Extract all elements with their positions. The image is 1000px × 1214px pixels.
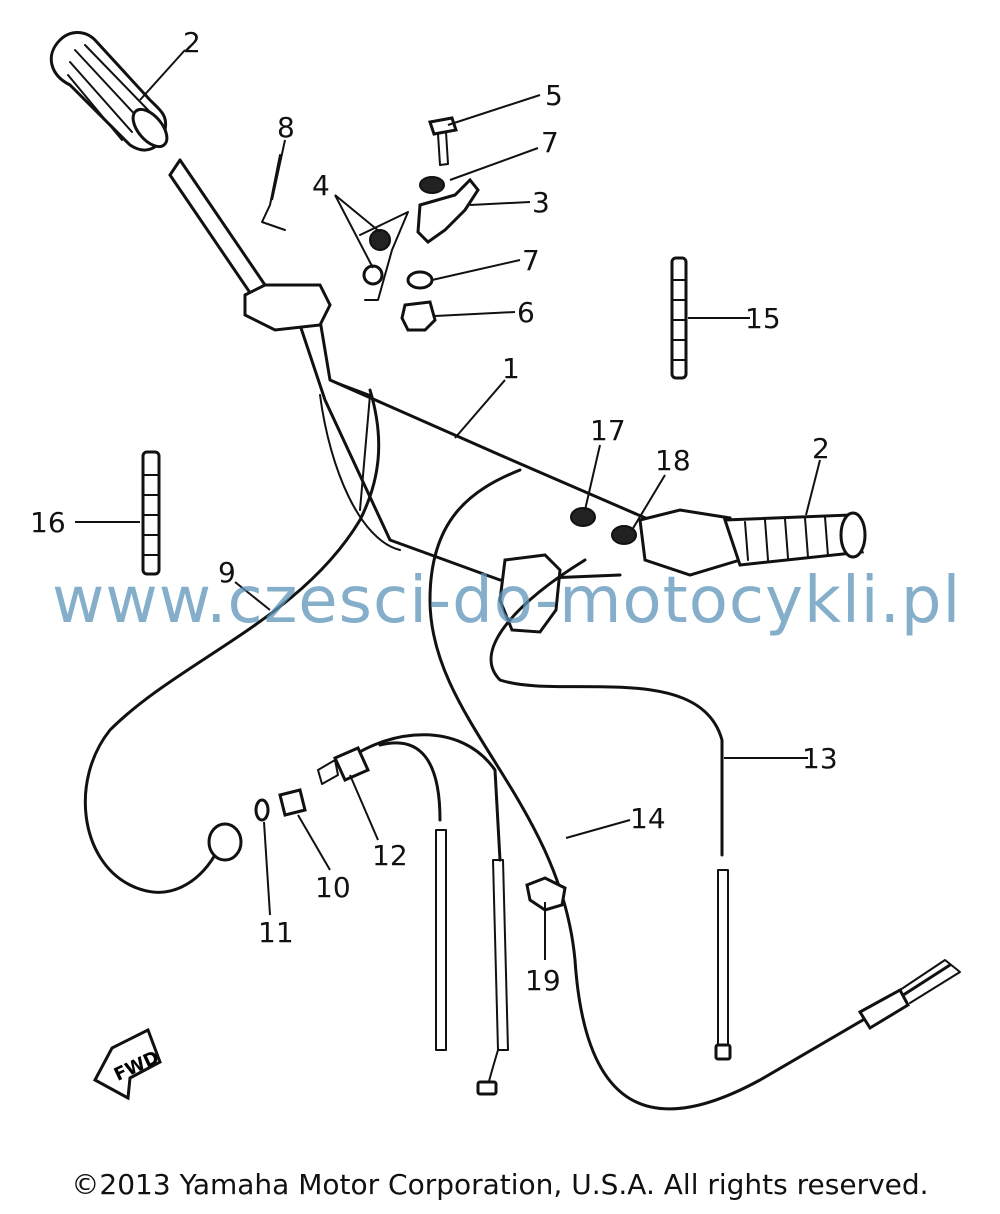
label-part-6: 6 [517,296,535,329]
label-part-2-right: 2 [812,432,830,465]
strap-part-15 [670,256,688,380]
adjuster-part-17 [570,507,596,527]
label-part-7-upper: 7 [541,126,559,159]
label-part-5: 5 [545,79,563,112]
left-grip [49,31,169,152]
cable-part-14 [428,468,952,1111]
nut-part-7-lower [406,270,434,290]
cable-end-part-9 [207,822,243,862]
cable-part-9 [83,388,381,894]
label-part-12: 12 [372,839,408,872]
label-part-3: 3 [532,186,550,219]
label-part-11: 11 [258,916,294,949]
label-part-16: 16 [30,506,66,539]
label-part-2-left: 2 [183,26,201,59]
adjuster-nut-part-10 [278,788,307,817]
cable-adjuster-part-14 [857,987,910,1031]
leader-lines [75,49,821,960]
label-part-15: 15 [745,302,781,335]
label-part-9: 9 [218,556,236,589]
clamp-part-19 [525,876,567,912]
label-part-8: 8 [277,111,295,144]
label-part-10: 10 [315,871,351,904]
part-labels: 2 5 8 7 4 3 7 6 15 1 17 18 2 16 9 13 14 … [30,26,838,997]
label-part-4: 4 [312,169,330,202]
inner-cable-part-13 [717,869,729,1046]
label-part-17: 17 [590,414,626,447]
lever-holder-part-3 [416,177,480,244]
label-part-19: 19 [525,964,561,997]
forward-arrow-badge: FWD [92,1027,162,1101]
adjuster-part-18 [611,525,637,545]
copyright-notice: ©2013 Yamaha Motor Corporation, U.S.A. A… [71,1168,929,1201]
label-part-18: 18 [655,444,691,477]
label-part-1: 1 [502,352,520,385]
clip-part-8 [261,154,286,231]
watermark-text: www.czesci-do-motocykli.pl [52,564,961,638]
right-grip [638,508,867,577]
bolt-part-5 [428,116,458,166]
label-part-7-lower: 7 [522,244,540,277]
nut-part-7-upper [419,176,445,194]
strap-part-16 [141,450,161,576]
washer-part-11 [254,798,270,822]
handlebar [168,158,692,582]
label-part-14: 14 [630,802,666,835]
cable-part-12 [348,733,502,862]
cable-part-13 [489,558,724,857]
nut-part-6 [400,300,437,332]
label-part-13: 13 [802,742,838,775]
